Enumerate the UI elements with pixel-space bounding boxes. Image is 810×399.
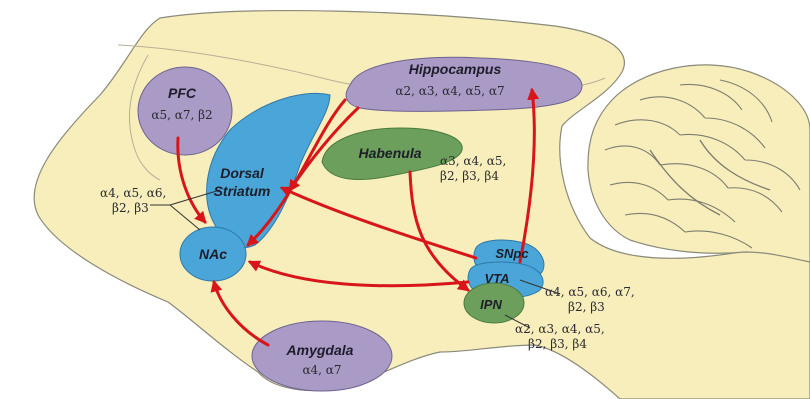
label-ipn: IPN [480,297,502,312]
subunits-ipn-line2: β2, β3, β4 [528,337,587,351]
cerebellum-body [588,65,810,262]
subunits-habenula-line1: α3, α4, α5, [440,154,506,168]
subunits-ipn-line1: α2, α3, α4, α5, [515,322,605,336]
label-hippocampus: Hippocampus [409,61,502,77]
subunits-striatum-line2: β2, β3 [112,201,149,215]
label-dorsal-striatum-line2: Striatum [214,183,271,199]
label-pfc: PFC [168,85,197,101]
label-snpc: SNpc [495,246,529,261]
subunits-amygdala: α4, α7 [302,363,341,377]
subunits-vta-line2: β2, β3 [568,300,605,314]
cerebellum [588,65,810,262]
label-habenula: Habenula [358,145,421,161]
subunits-pfc: α5, α7, β2 [151,108,212,122]
label-vta: VTA [484,271,509,286]
label-dorsal-striatum-line1: Dorsal [220,165,265,181]
subunits-habenula-line2: β2, β3, β4 [440,169,499,183]
subunits-striatum-line1: α4, α5, α6, [100,186,166,200]
subunits-vta-line1: α4, α5, α6, α7, [545,285,635,299]
label-amygdala: Amygdala [286,342,354,358]
subunits-hippocampus: α2, α3, α4, α5, α7 [395,84,504,98]
label-nac: NAc [199,246,227,262]
